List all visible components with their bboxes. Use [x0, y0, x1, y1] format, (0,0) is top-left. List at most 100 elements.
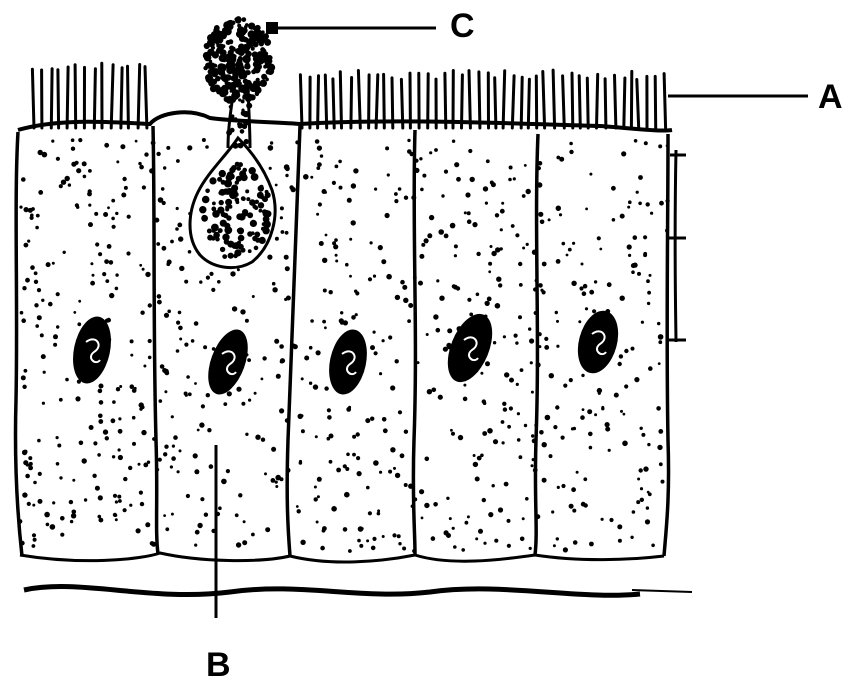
stipple-dot — [447, 328, 452, 333]
stipple-dot — [285, 174, 288, 177]
stipple-dot — [232, 306, 237, 311]
mucus-granule — [241, 176, 246, 181]
stipple-dot — [130, 354, 133, 357]
stipple-dot — [60, 533, 64, 537]
stipple-dot — [395, 295, 400, 300]
stipple-dot — [572, 509, 576, 513]
stipple-dot — [620, 214, 625, 219]
stipple-dot — [429, 151, 432, 154]
secreted-mucus-particle — [248, 97, 252, 101]
stipple-dot — [111, 217, 115, 221]
stipple-dot — [112, 455, 115, 458]
stipple-dot — [637, 272, 641, 276]
stipple-dot — [46, 523, 50, 527]
stipple-dot — [112, 225, 116, 229]
secreted-mucus-particle — [204, 43, 210, 49]
stipple-dot — [507, 425, 511, 429]
stipple-dot — [531, 464, 534, 467]
stipple-dot — [280, 216, 283, 219]
stipple-dot — [456, 286, 460, 290]
stipple-dot — [218, 506, 222, 510]
stipple-dot — [111, 418, 116, 423]
mucus-granule — [262, 222, 266, 226]
stipple-dot — [269, 167, 272, 170]
stipple-dot — [21, 318, 26, 323]
stipple-dot — [186, 494, 190, 498]
stipple-dot — [569, 504, 574, 509]
stipple-dot — [103, 429, 108, 434]
cilium — [51, 69, 52, 128]
stipple-dot — [56, 462, 60, 466]
stipple-dot — [370, 417, 374, 421]
stipple-dot — [524, 164, 527, 167]
stipple-dot — [556, 206, 561, 211]
stipple-dot — [92, 274, 95, 277]
stipple-dot — [624, 384, 628, 388]
stipple-dot — [176, 349, 180, 353]
stipple-dot — [23, 460, 28, 465]
stipple-dot — [60, 516, 65, 521]
secreted-mucus-particle — [237, 58, 243, 64]
stipple-dot — [433, 314, 438, 319]
mucus-granule — [207, 229, 212, 234]
stipple-dot — [427, 389, 432, 394]
stipple-dot — [394, 192, 398, 196]
stipple-dot — [227, 391, 232, 396]
secreted-mucus-particle — [243, 79, 248, 84]
cilium — [624, 78, 625, 128]
stipple-dot — [551, 510, 554, 513]
stipple-dot — [620, 410, 623, 413]
stipple-dot — [309, 382, 312, 385]
stipple-dot — [310, 319, 314, 323]
stipple-dot — [346, 453, 350, 457]
stipple-dot — [402, 285, 407, 290]
stipple-dot — [98, 419, 103, 424]
stipple-dot — [356, 456, 360, 460]
stipple-dot — [113, 494, 117, 498]
stipple-dot — [161, 187, 165, 191]
stipple-dot — [637, 478, 640, 481]
stipple-dot — [98, 515, 102, 519]
label-c: C — [450, 7, 475, 45]
stipple-dot — [296, 505, 299, 508]
stipple-dot — [640, 498, 644, 502]
stipple-dot — [316, 521, 319, 524]
stipple-dot — [370, 345, 375, 350]
stipple-dot — [343, 527, 348, 532]
cilium — [67, 67, 68, 128]
stipple-dot — [627, 206, 630, 209]
stipple-dot — [118, 417, 121, 420]
stipple-dot — [340, 320, 344, 324]
stipple-dot — [318, 202, 322, 206]
stipple-dot — [255, 435, 260, 440]
stipple-dot — [472, 222, 477, 227]
stipple-dot — [104, 143, 109, 148]
stipple-dot — [569, 378, 573, 382]
cilium — [300, 75, 302, 128]
stipple-dot — [528, 327, 531, 330]
stipple-dot — [526, 243, 529, 246]
mucus-granule — [242, 209, 248, 215]
stipple-dot — [37, 288, 41, 292]
stipple-dot — [382, 417, 387, 422]
stipple-dot — [485, 202, 488, 205]
stipple-dot — [24, 369, 28, 373]
stipple-dot — [529, 338, 534, 343]
secreted-mucus-particle — [245, 62, 249, 66]
mucus-granule — [212, 202, 216, 206]
stipple-dot — [348, 549, 352, 553]
stipple-dot — [522, 517, 525, 520]
stipple-dot — [395, 473, 400, 478]
stipple-dot — [539, 430, 544, 435]
secreted-mucus-particle — [243, 87, 247, 91]
stipple-dot — [496, 277, 501, 282]
stipple-dot — [608, 449, 611, 452]
stipple-dot — [314, 486, 317, 489]
stipple-dot — [501, 420, 505, 424]
stipple-dot — [202, 138, 206, 142]
secreted-mucus-particle — [225, 74, 232, 81]
stipple-dot — [343, 464, 347, 468]
stipple-dot — [163, 452, 167, 456]
stipple-dot — [138, 162, 141, 165]
mucus-granule — [221, 212, 226, 217]
